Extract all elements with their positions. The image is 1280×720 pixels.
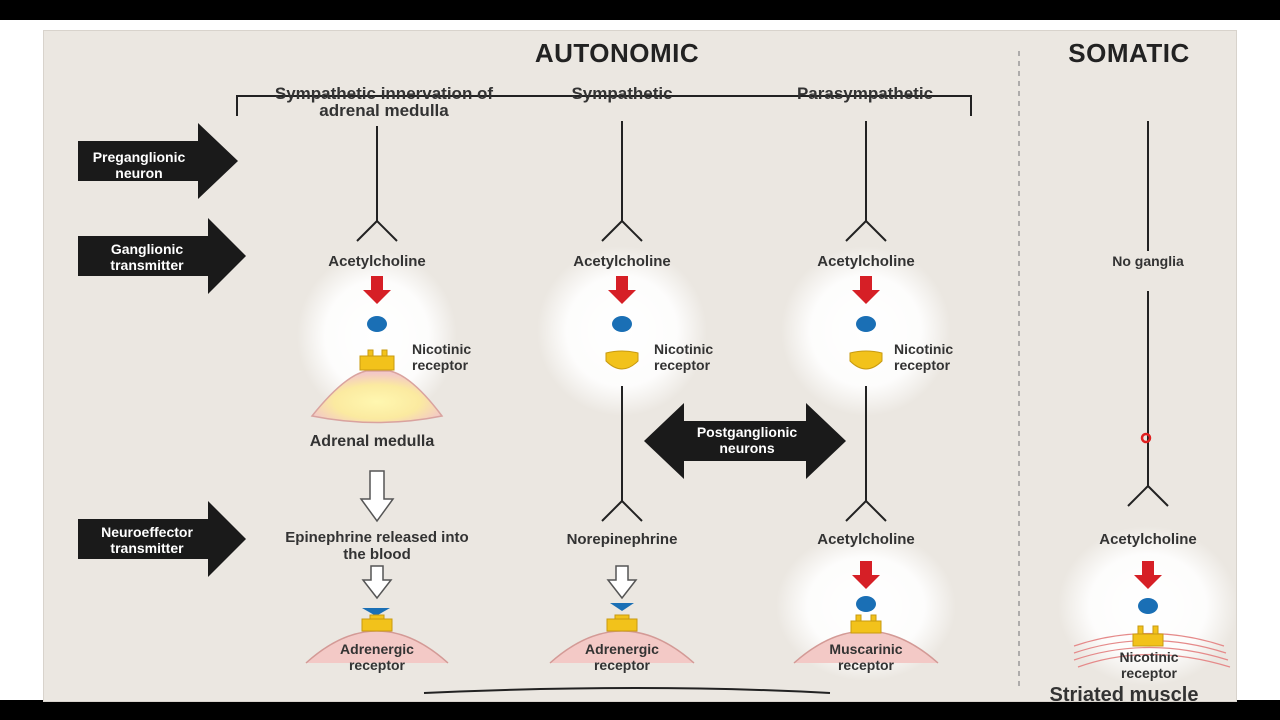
muscarinic-label: Muscarinic receptor: [829, 641, 903, 673]
preganglionic-neurons: [356, 121, 1169, 507]
postganglionic-label: Postganglionic neurons: [696, 424, 798, 456]
ach-ganglion-adrenal: Acetylcholine: [328, 253, 426, 270]
column-title-adrenal: Sympathetic innervation of adrenal medul…: [274, 84, 494, 120]
ach-ganglion-sympathetic: Acetylcholine: [573, 253, 671, 270]
label-ganglionic-transmitter: Ganglionic transmitter: [110, 241, 184, 273]
epinephrine-label: Epinephrine released into the blood: [285, 529, 469, 563]
nicotinic-label-parasympathetic: Nicotinic receptor: [894, 341, 954, 373]
ach-effector-somatic: Acetylcholine: [1099, 531, 1197, 548]
adrenal-medulla-label: Adrenal medulla: [309, 433, 435, 450]
adrenal-medulla-cell: [310, 370, 444, 424]
nicotinic-label-adrenal: Nicotinic receptor: [412, 341, 472, 373]
column-title-parasympathetic: Parasympathetic: [796, 84, 934, 103]
no-ganglia-label: No ganglia: [1112, 253, 1184, 269]
postganglionic-neurons: [601, 386, 887, 522]
effector-cells: [305, 630, 1231, 668]
label-preganglionic-neuron: Preganglionic neuron: [92, 149, 186, 181]
diagram-graphics: [78, 51, 1236, 694]
striated-muscle-label: Striated muscle: [1049, 684, 1199, 706]
autonomic-title: AUTONOMIC: [534, 38, 700, 68]
adrenergic-label-sympathetic: Adrenergic receptor: [585, 641, 659, 673]
somatic-title: SOMATIC: [1068, 38, 1190, 68]
column-title-sympathetic: Sympathetic: [571, 84, 673, 103]
ach-ganglion-parasympathetic: Acetylcholine: [817, 253, 915, 270]
adrenergic-label-adrenal: Adrenergic receptor: [340, 641, 414, 673]
screen: AUTONOMIC SOMATIC Sympathetic innervatio…: [0, 20, 1280, 706]
nicotinic-label-sympathetic: Nicotinic receptor: [654, 341, 714, 373]
diagram-panel: AUTONOMIC SOMATIC Sympathetic innervatio…: [43, 30, 1237, 706]
nicotinic-receptors: [359, 349, 883, 371]
bottom-brace: [423, 687, 831, 694]
red-arrows: [363, 276, 1162, 589]
label-neuroeffector-transmitter: Neuroeffector transmitter: [101, 524, 193, 556]
cursor-marker: [1140, 432, 1152, 444]
transmitter-dots: [362, 316, 1158, 616]
norepinephrine-label: Norepinephrine: [566, 531, 678, 548]
nicotinic-label-somatic: Nicotinic receptor: [1119, 649, 1179, 681]
autonomic-bracket: [236, 95, 972, 116]
glow-adrenal: [297, 251, 457, 421]
hollow-arrows: [359, 470, 638, 600]
left-black-arrows: [78, 123, 246, 577]
ach-effector-parasympathetic: Acetylcholine: [817, 531, 915, 548]
effector-receptors: [361, 614, 1164, 647]
postganglionic-arrow: [644, 403, 846, 479]
